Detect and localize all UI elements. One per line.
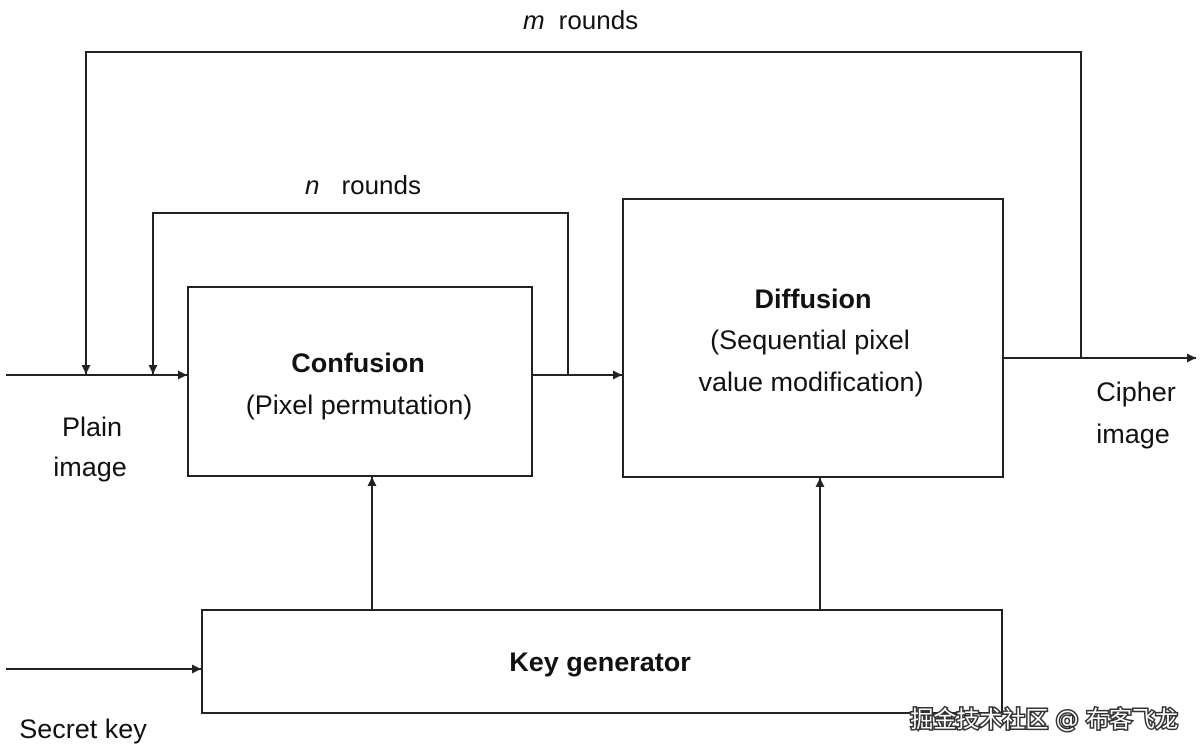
key-generator-label: Key generator (509, 647, 691, 677)
outer-m-rounds-loop (81, 51, 1082, 374)
inner-n-rounds-loop (148, 212, 569, 375)
confusion-title: Confusion (291, 348, 424, 378)
key-generator-box (201, 609, 1003, 714)
watermark-text: 掘金技术社区 @ 布客飞龙 (910, 707, 1178, 733)
diffusion-box (622, 198, 1004, 478)
cipher-image-label-line2: image (1096, 419, 1170, 449)
diffusion-title: Diffusion (755, 284, 872, 314)
plain-image-label-line2: image (53, 452, 127, 482)
cipher-image-label-line1: Cipher (1096, 377, 1176, 407)
confusion-box (187, 286, 533, 477)
diffusion-subtitle-line1: (Sequential pixel (710, 325, 910, 355)
secret-key-label: Secret key (19, 714, 147, 744)
confusion-subtitle: (Pixel permutation) (246, 390, 473, 420)
diffusion-subtitle-line2: value modification) (698, 367, 923, 397)
plain-image-label-line1: Plain (62, 412, 122, 442)
